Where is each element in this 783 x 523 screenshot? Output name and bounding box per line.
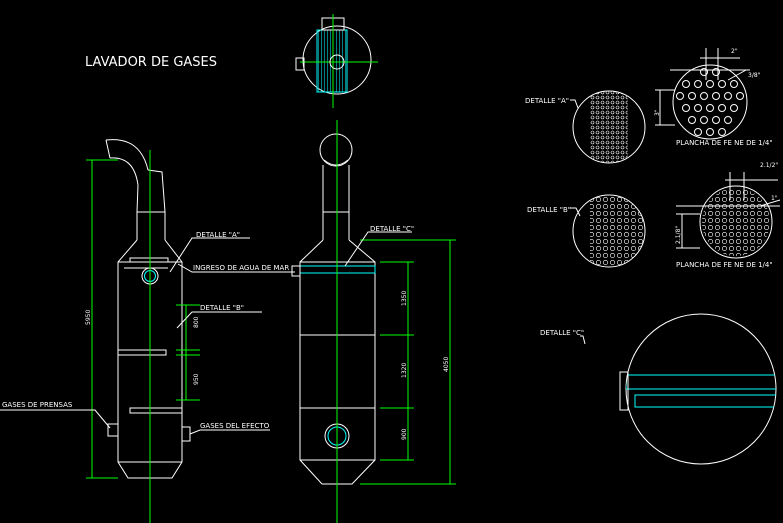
plate-hole [706,128,714,136]
plate-hole [736,92,744,100]
dim-b-right: 1" [771,195,778,202]
detail-b [570,172,781,268]
plate-hole [712,92,720,100]
plate-hole [676,92,684,100]
label-plancha-a: PLANCHA DE FE NE DE 1/4" [676,139,773,147]
plate-hole [688,92,696,100]
plate-hole [712,68,720,76]
right-elevation-view [291,120,456,523]
label-detalle-b-left: DETALLE "B" [200,304,244,312]
label-gases-prensas: GASES DE PRENSAS [2,401,73,409]
label-detalle-a-left: DETALLE "A" [196,231,240,239]
left-scrubber-view [0,139,295,523]
dim-right-1: 1350 [401,291,408,306]
plate-hole [718,128,726,136]
plate-hole [688,116,696,124]
plate-hole [712,116,720,124]
detail-a [570,48,750,164]
plate-hole [694,80,702,88]
dim-left-total: 5950 [85,310,92,325]
drawing-title: LAVADOR DE GASES [85,55,217,70]
plate-hole [694,128,702,136]
label-ingreso-agua: INGRESO DE AGUA DE MAR [193,264,289,272]
plate-hole [730,104,738,112]
plate-hole [724,92,732,100]
label-gases-efecto: GASES DEL EFECTO [200,422,270,430]
plate-hole [700,92,708,100]
dim-b-top: 2.1/2" [760,162,778,169]
top-plan-view [295,14,378,108]
plate-hole [682,104,690,112]
label-detalle-c-right: DETALLE "C" [370,225,414,233]
dim-b-side: 2.1/8" [675,226,682,244]
label-detalle-b: DETALLE "B" [527,206,571,214]
dim-a-angle: 3/8" [748,72,761,79]
dim-right-2: 1320 [401,363,408,378]
plate-hole [700,116,708,124]
label-plancha-b: PLANCHA DE FE NE DE 1/4" [676,261,773,269]
plate-hole [718,80,726,88]
detail-c [580,313,777,465]
dim-a-top: 2" [731,48,738,55]
dim-right-3: 900 [401,428,408,440]
dim-a-side: 3" [654,109,661,116]
dim-left-lower: 950 [193,373,200,385]
plate-hole [706,104,714,112]
label-detalle-c: DETALLE "C" [540,329,584,337]
dim-left-upper: 800 [193,316,200,328]
plate-hole [706,80,714,88]
plate-hole [694,104,702,112]
label-detalle-a: DETALLE "A" [525,97,569,105]
plate-hole [724,116,732,124]
dim-right-total: 4050 [443,357,450,372]
detail-a-holes [676,68,744,136]
plate-hole [718,104,726,112]
plate-hole [700,68,708,76]
plate-hole [682,80,690,88]
plate-hole [730,80,738,88]
